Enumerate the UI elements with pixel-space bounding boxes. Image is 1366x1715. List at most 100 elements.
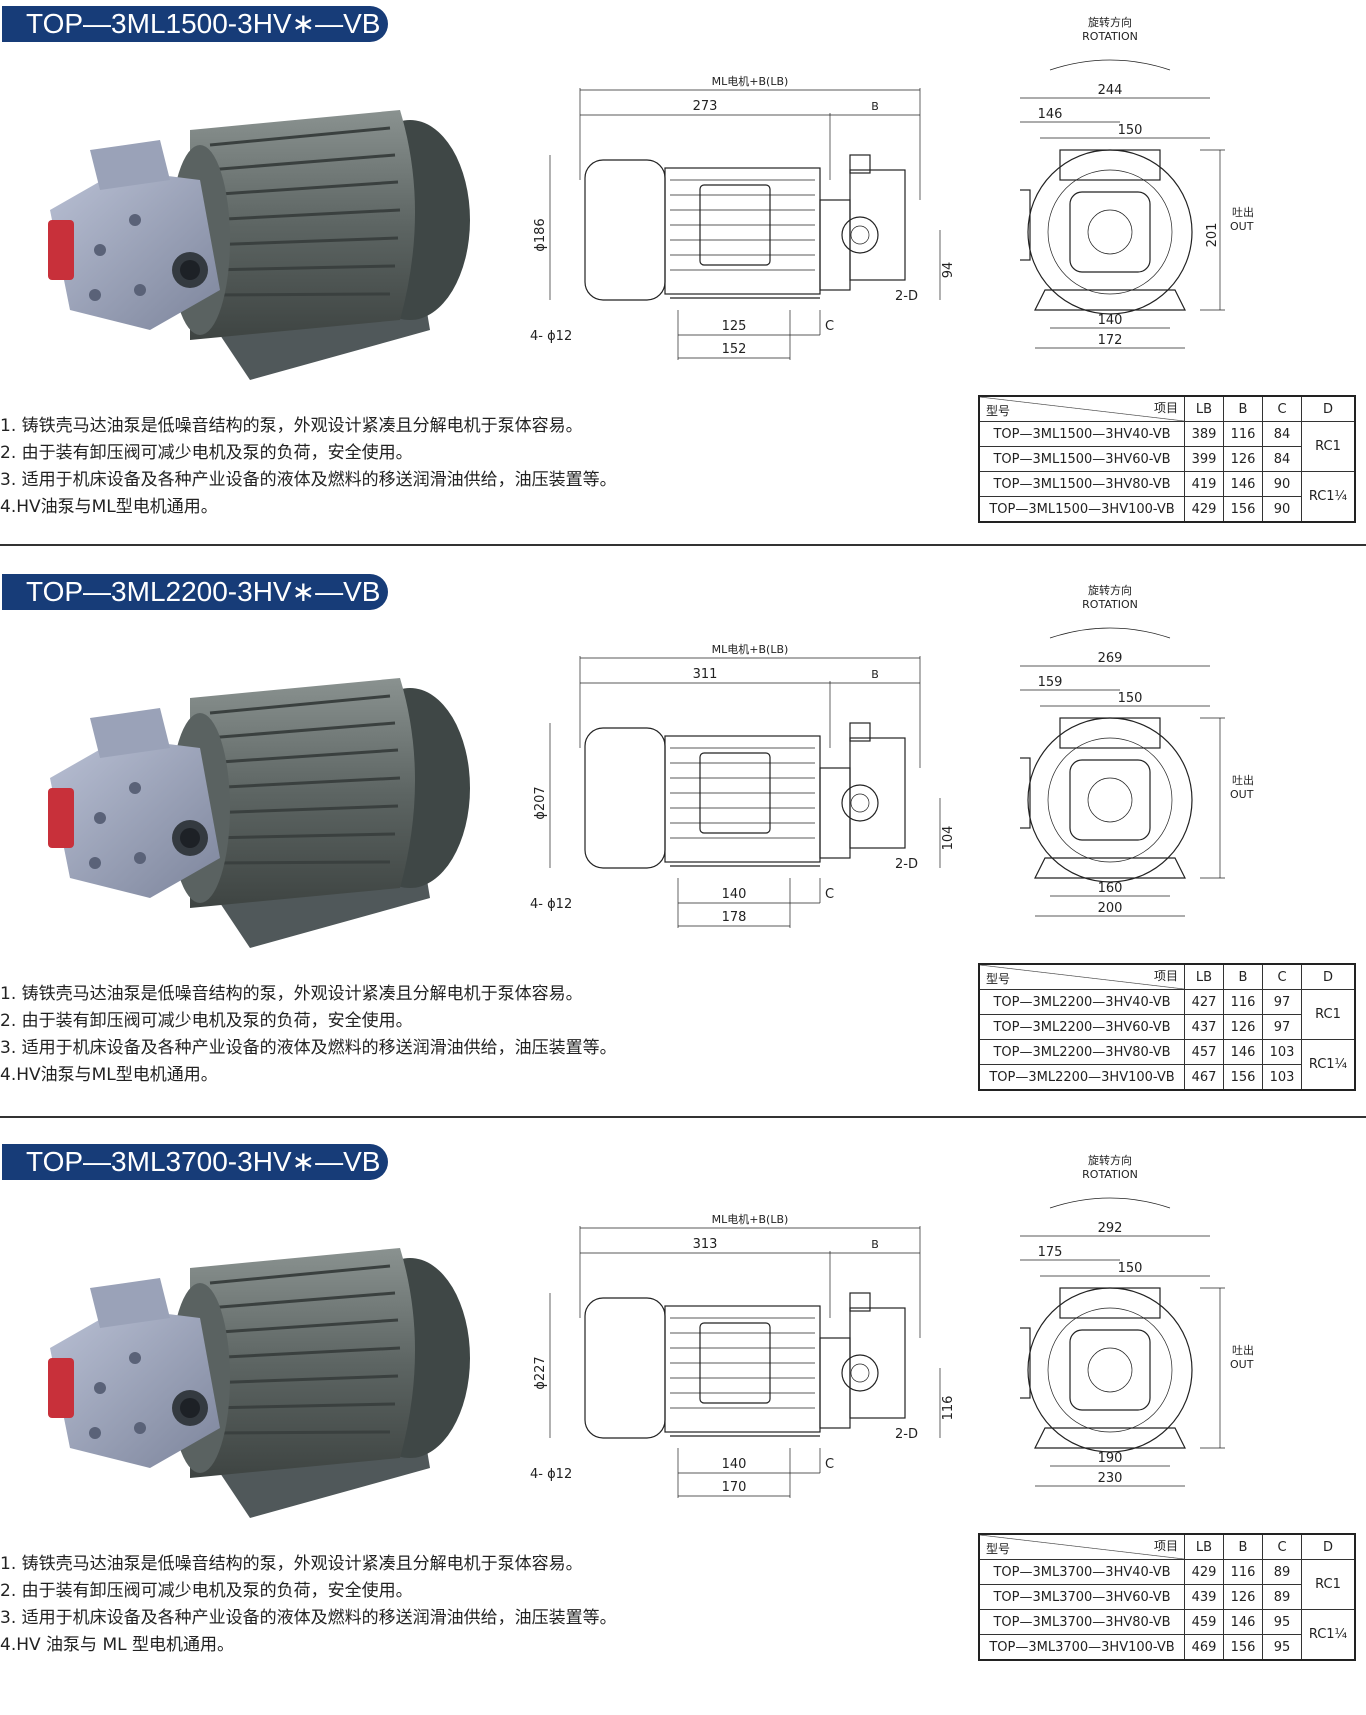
dim-f2: 200 — [1098, 901, 1123, 916]
note-2: 2. 由于装有卸压阀可减少电机及泵的负荷，安全使用。 — [0, 1581, 413, 1601]
dim-base: 140 — [722, 1457, 747, 1472]
dim-c: C — [825, 319, 834, 334]
spec-table: 项目 型号 LB B C D TOP—3ML1500—3HV40-VB 389 … — [978, 395, 1356, 523]
cell-b: 116 — [1223, 989, 1263, 1015]
col-header-b: B — [1223, 963, 1263, 990]
cell-c: 103 — [1262, 1039, 1302, 1065]
cell-lb: 459 — [1184, 1609, 1224, 1635]
dim-f2: 230 — [1098, 1471, 1123, 1486]
dim-total: ML电机+B(LB) — [712, 642, 789, 656]
cell-c: 84 — [1262, 446, 1302, 472]
dim-f1: 160 — [1098, 881, 1123, 896]
feature-notes: 1. 铸铁壳马达油泵是低噪音结构的泵，外观设计紧凑且分解电机于泵体容易。 2. … — [0, 981, 800, 1089]
note-3: 3. 适用于机床设备及各种产业设备的液体及燃料的移送润滑油供给，油压装置等。 — [0, 470, 617, 490]
dim-port: 2-D — [895, 289, 918, 304]
cell-d: RC1 — [1301, 1559, 1356, 1610]
dim-total: ML电机+B(LB) — [712, 74, 789, 88]
front-view-drawing: 旋转方向 ROTATION 269 159 150 吸入 IN 吐出 OUT 1… — [1020, 583, 1254, 917]
note-4: 4.HV油泵与ML型电机通用。 — [0, 497, 218, 517]
cell-c: 97 — [1262, 1014, 1302, 1040]
dim-port: 2-D — [895, 857, 918, 872]
product-section: TOP—3ML1500-3HV∗—VB — [0, 0, 1366, 565]
section-title: TOP—3ML2200-3HV∗—VB — [2, 574, 388, 610]
table-header-diagonal: 项目 型号 — [978, 963, 1185, 990]
table-row: TOP—3ML3700—3HV80-VB 459 146 95 RC1¼ — [978, 1609, 1356, 1661]
cell-lb: 399 — [1184, 446, 1224, 472]
cell-b: 116 — [1223, 1559, 1263, 1585]
header-item: 项目 — [1153, 969, 1178, 983]
cell-model: TOP—3ML1500—3HV100-VB — [978, 496, 1185, 523]
col-header-lb: LB — [1184, 963, 1224, 990]
product-section: TOP—3ML3700-3HV∗—VB — [0, 1138, 1366, 1703]
col-header-b: B — [1223, 395, 1263, 422]
rotation-cn: 旋转方向 — [1088, 1153, 1132, 1167]
side-view-drawing: ML电机+B(LB) 311 B ϕ207 104 2-D 4- ϕ12 140… — [530, 642, 956, 928]
table-row: TOP—3ML1500—3HV80-VB 419 146 90 RC1¼ — [978, 471, 1356, 523]
rotation-en: ROTATION — [1082, 598, 1138, 611]
cell-c: 90 — [1262, 471, 1302, 497]
cell-lb: 429 — [1184, 496, 1224, 523]
cell-lb: 427 — [1184, 989, 1224, 1015]
header-model: 型号 — [986, 404, 1011, 418]
dim-total: ML电机+B(LB) — [712, 1212, 789, 1226]
cell-b: 146 — [1223, 1039, 1263, 1065]
cell-lb: 437 — [1184, 1014, 1224, 1040]
cell-d: RC1¼ — [1301, 471, 1356, 523]
cell-c: 95 — [1262, 1634, 1302, 1661]
cell-d: RC1 — [1301, 989, 1356, 1040]
table-row: TOP—3ML2200—3HV40-VB 427 116 97 RC1 — [978, 989, 1356, 1040]
cell-model: TOP—3ML1500—3HV40-VB — [978, 421, 1185, 447]
side-view-drawing: ML电机+B(LB) 273 B ϕ186 94 2-D 4- ϕ12 125 … — [530, 74, 956, 360]
spec-table: 项目 型号 LB B C D TOP—3ML3700—3HV40-VB 429 … — [978, 1533, 1356, 1661]
cell-c: 90 — [1262, 496, 1302, 523]
dim-h: 94 — [941, 262, 956, 279]
col-header-d: D — [1301, 963, 1356, 990]
dim-f2: 172 — [1098, 333, 1123, 348]
note-2: 2. 由于装有卸压阀可减少电机及泵的负荷，安全使用。 — [0, 1011, 413, 1031]
dim-port: 2-D — [895, 1427, 918, 1442]
cell-c: 103 — [1262, 1064, 1302, 1091]
dim-h: 104 — [941, 826, 956, 851]
cell-model: TOP—3ML2200—3HV40-VB — [978, 989, 1185, 1015]
dim-w2: 159 — [1038, 675, 1063, 690]
header-model: 型号 — [986, 1542, 1011, 1556]
cell-b: 156 — [1223, 1064, 1263, 1091]
cell-model: TOP—3ML1500—3HV60-VB — [978, 446, 1185, 472]
cell-model: TOP—3ML3700—3HV100-VB — [978, 1634, 1185, 1661]
dim-base: 125 — [722, 319, 747, 334]
cell-lb: 467 — [1184, 1064, 1224, 1091]
dim-w3: 150 — [1118, 691, 1143, 706]
table-row: TOP—3ML3700—3HV60-VB 439 126 89 — [978, 1584, 1355, 1610]
out-cn: 吐出 — [1232, 1343, 1254, 1357]
dim-w2: 175 — [1038, 1245, 1063, 1260]
rotation-cn: 旋转方向 — [1088, 15, 1132, 29]
dim-f1: 190 — [1098, 1451, 1123, 1466]
cell-b: 126 — [1223, 446, 1263, 472]
note-1: 1. 铸铁壳马达油泵是低噪音结构的泵，外观设计紧凑且分解电机于泵体容易。 — [0, 1554, 583, 1574]
divider-2 — [0, 1116, 1366, 1118]
cell-b: 126 — [1223, 1584, 1263, 1610]
dim-h2: 201 — [1205, 223, 1220, 248]
feature-notes: 1. 铸铁壳马达油泵是低噪音结构的泵，外观设计紧凑且分解电机于泵体容易。 2. … — [0, 413, 800, 521]
cell-lb: 457 — [1184, 1039, 1224, 1065]
note-1: 1. 铸铁壳马达油泵是低噪音结构的泵，外观设计紧凑且分解电机于泵体容易。 — [0, 416, 583, 436]
dim-w1: 269 — [1098, 651, 1123, 666]
out-en: OUT — [1230, 1358, 1254, 1371]
dim-c: C — [825, 887, 834, 902]
cell-b: 116 — [1223, 421, 1263, 447]
rotation-en: ROTATION — [1082, 1168, 1138, 1181]
cell-lb: 419 — [1184, 471, 1224, 497]
dim-dia: ϕ207 — [533, 786, 548, 819]
note-4: 4.HV油泵与ML型电机通用。 — [0, 1065, 218, 1085]
cell-c: 84 — [1262, 421, 1302, 447]
rotation-en: ROTATION — [1082, 30, 1138, 43]
front-view-drawing: 旋转方向 ROTATION 244 146 150 201 吸入 IN 吐出 O… — [1020, 15, 1254, 349]
dim-b: B — [871, 100, 879, 113]
dim-bolt: 4- ϕ12 — [530, 1467, 572, 1482]
table-row: TOP—3ML3700—3HV40-VB 429 116 89 RC1 — [978, 1559, 1356, 1610]
dim-w3: 150 — [1118, 1261, 1143, 1276]
col-header-c: C — [1262, 963, 1302, 990]
dim-motor: 311 — [693, 667, 718, 682]
cell-c: 89 — [1262, 1559, 1302, 1585]
pump-motor-photo — [48, 678, 470, 948]
